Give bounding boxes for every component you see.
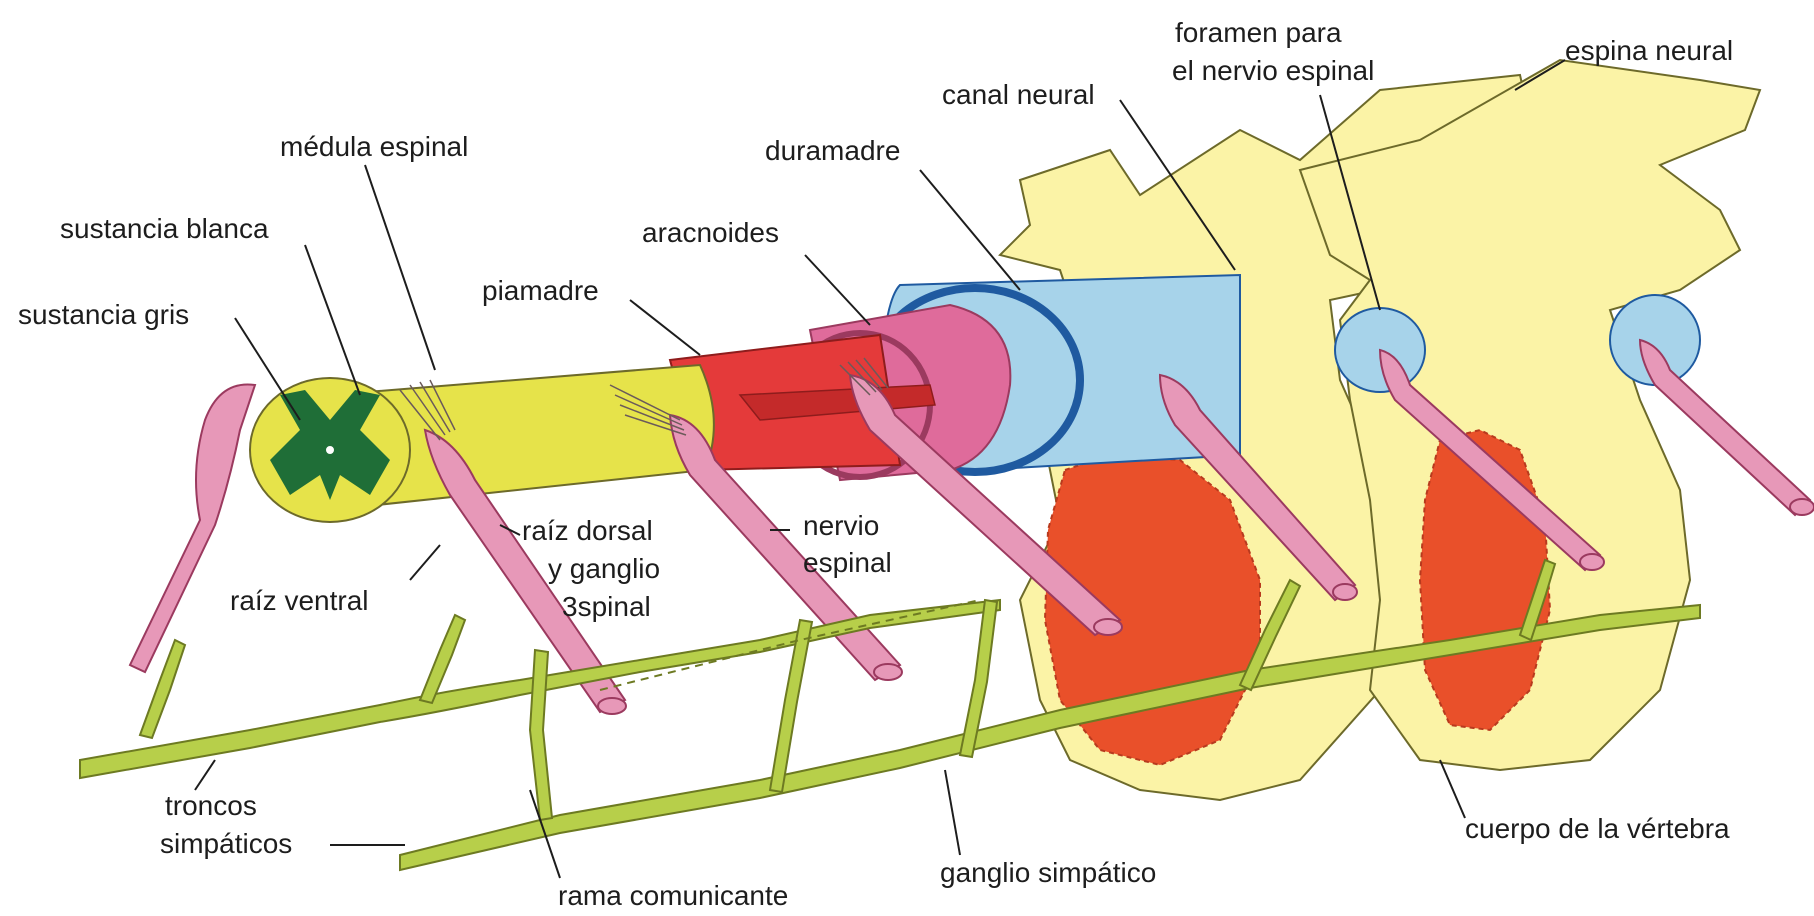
leader-sustancia-blanca (305, 245, 360, 395)
label-duramadre: duramadre (765, 135, 900, 166)
label-raiz-dorsal-line1: raíz dorsal (522, 515, 653, 546)
label-sustancia-blanca: sustancia blanca (60, 213, 269, 244)
label-sustancia-gris: sustancia gris (18, 299, 189, 330)
nerve-end-1 (598, 698, 626, 714)
label-troncos-line1: troncos (165, 790, 257, 821)
leader-aracnoides (805, 255, 870, 325)
label-piamadre: piamadre (482, 275, 599, 306)
label-aracnoides: aracnoides (642, 217, 779, 248)
leader-duramadre (920, 170, 1020, 290)
label-canal-neural: canal neural (942, 79, 1095, 110)
leader-medula-espinal (365, 165, 435, 370)
label-raiz-dorsal-line3: 3spinal (562, 591, 651, 622)
nerve-end-3 (1094, 619, 1122, 635)
ventral-root-left (130, 384, 255, 672)
label-raiz-dorsal-line2: y ganglio (548, 553, 660, 584)
label-nervio-espinal-line1: nervio (803, 510, 879, 541)
label-medula-espinal: médula espinal (280, 131, 468, 162)
label-ganglio-simpatico: ganglio simpático (940, 857, 1156, 888)
nerve-end-2 (874, 664, 902, 680)
label-nervio-espinal-line2: espinal (803, 547, 892, 578)
label-cuerpo-vertebra: cuerpo de la vértebra (1465, 813, 1730, 844)
leader-cuerpo-vertebra (1440, 760, 1465, 818)
nerve-end-6 (1790, 499, 1814, 515)
leader-raiz-ventral (410, 545, 440, 580)
label-raiz-ventral: raíz ventral (230, 585, 369, 616)
label-foramen-line2: el nervio espinal (1172, 55, 1374, 86)
label-troncos-line2: simpáticos (160, 828, 292, 859)
central-canal (325, 445, 335, 455)
nerve-end-4 (1333, 584, 1357, 600)
label-espina-neural: espina neural (1565, 35, 1733, 66)
nerve-end-5 (1580, 554, 1604, 570)
leader-piamadre (630, 300, 700, 355)
label-rama-comunicante: rama comunicante (558, 880, 788, 911)
leader-ganglio-simpatico (945, 770, 960, 855)
label-foramen-line1: foramen para (1175, 17, 1342, 48)
